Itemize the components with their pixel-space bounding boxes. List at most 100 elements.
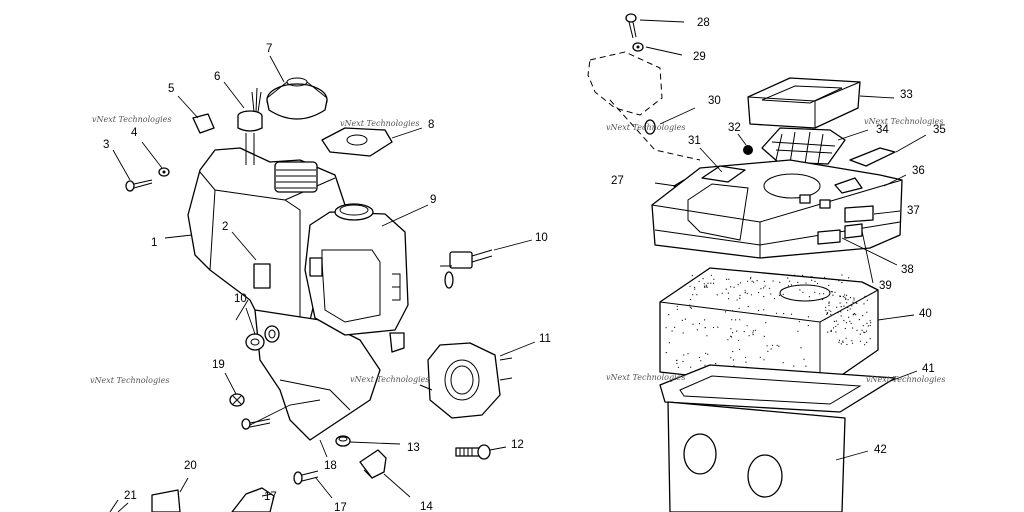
foam-speck [822,299,824,301]
foam-speck [768,287,771,289]
foam-speck [779,281,781,283]
callout: 13 [407,442,420,454]
foam-speck [752,330,755,332]
foam-speck [696,294,698,296]
label-39 [844,223,863,239]
foam-speck [863,331,865,333]
foam-speck [684,318,687,320]
foam-speck [805,365,807,367]
foam-speck [783,313,785,315]
callout: 38 [901,264,914,276]
foam-speck [778,294,781,296]
foam-speck [808,296,811,298]
foam-speck [790,313,793,315]
foam-speck [690,298,692,301]
foam-speck [665,327,667,329]
watermark: vNext Technologies [606,373,685,382]
foam-speck [803,358,805,360]
foam-speck [798,321,801,323]
callout: 10 [535,232,548,244]
foam-speck [846,294,848,296]
foam-speck [840,311,842,313]
foam-speck [853,297,855,299]
callout: 19 [212,359,225,371]
plug-32 [743,145,753,155]
foam-speck [852,342,854,344]
foam-speck [704,319,706,321]
foam-speck [733,286,735,288]
foam-speck [739,282,742,284]
foam-speck [671,330,673,332]
foam-speck [781,289,783,291]
foam-speck [824,318,826,320]
foam-speck [834,291,836,293]
foam-speck [869,338,871,340]
foam-speck [676,362,678,364]
foam-speck [760,288,762,290]
foam-speck [725,288,727,290]
foam-speck [766,345,768,347]
foam-speck [727,339,729,341]
bolt-19 [229,393,271,430]
foam-speck [687,353,689,355]
foam-speck [763,287,765,289]
foam-speck [764,285,766,287]
foam-speck [787,285,790,287]
foam-speck [790,284,793,286]
foam-speck [864,344,866,346]
foam-speck [752,334,754,336]
foam-speck [744,290,746,292]
foam-speck [758,309,760,311]
fuel-cap [266,77,328,120]
grille-34 [761,127,846,165]
callout: 20 [184,460,197,472]
foam-speck [863,303,865,305]
foam-speck [853,313,855,315]
foam-speck [710,274,713,276]
foam-speck [823,293,825,295]
foam-speck [830,291,832,293]
foam-speck [721,292,723,294]
foam-speck [746,366,748,368]
foam-speck [770,293,772,295]
foam-speck [727,298,730,300]
watermark: vNext Technologies [92,115,171,124]
foam-speck [845,337,847,339]
foam-speck [705,284,707,286]
foam-speck [862,315,864,317]
foam-speck [828,309,830,311]
foam-speck [715,363,717,365]
foam-speck [811,276,814,278]
foam-speck [694,288,696,290]
gasket-8 [321,127,393,157]
fuel-tank-assembly [109,77,513,512]
label-38 [817,229,841,245]
foam-speck [816,282,819,285]
foam-speck [763,296,765,298]
foam-speck [705,352,707,354]
foam-speck [710,282,712,284]
callout: 10 [234,293,247,305]
watermark: vNext Technologies [606,123,685,132]
foam-speck [698,280,700,282]
foam-speck [689,285,691,287]
foam-speck [747,305,749,308]
foam-speck [794,274,796,276]
foam-speck [838,341,840,343]
foam-speck [826,312,829,315]
foam-speck [814,280,816,282]
foam-speck [867,325,869,327]
foam-speck [746,325,748,327]
foam-speck [728,278,730,280]
foam-speck [703,283,705,285]
callout-numbers: 1 2 3 4 5 6 7 8 9 10 10 11 12 13 14 17 1… [103,17,946,512]
callout: 39 [879,280,892,292]
foam-speck [689,304,691,306]
foam-speck [682,332,684,334]
foam-speck [859,333,861,335]
foam-speck [747,280,749,282]
foam-speck [704,285,706,287]
foam-speck [733,365,735,367]
mounting-plate [667,401,846,512]
